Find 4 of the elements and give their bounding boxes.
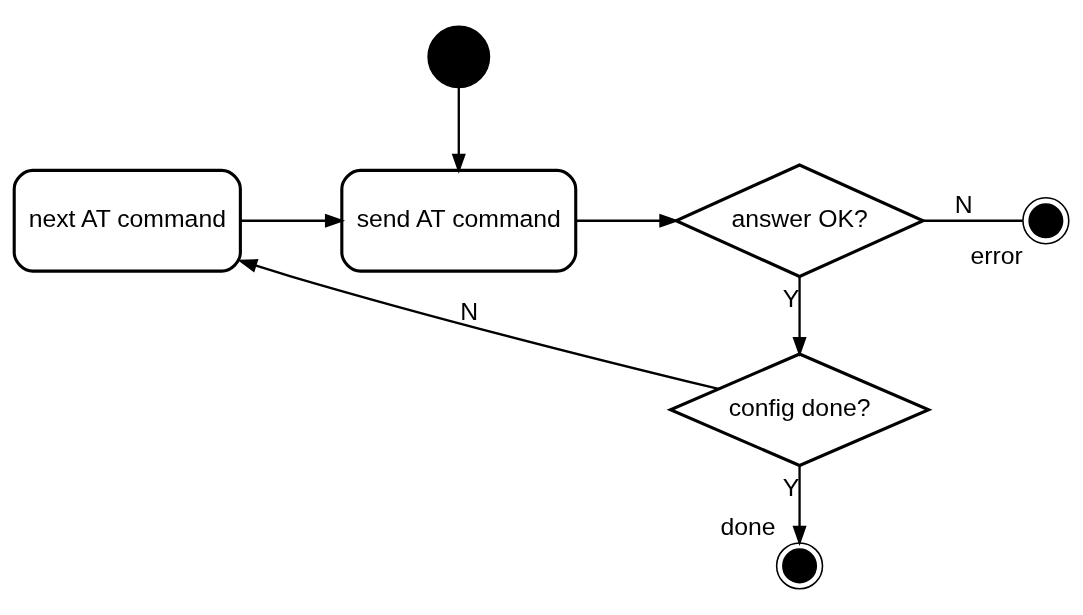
edge-label: N [954, 190, 973, 218]
node-label: done [720, 512, 776, 540]
node-label: error [970, 241, 1023, 269]
edge-label: N [460, 298, 479, 326]
